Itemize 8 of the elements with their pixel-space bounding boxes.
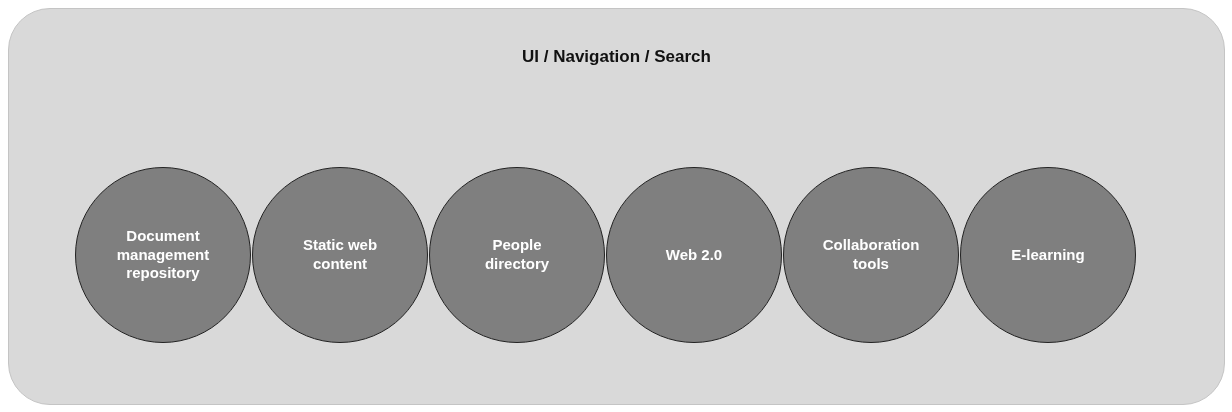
group-panel	[8, 8, 1225, 405]
node-label: Document management repository	[115, 226, 211, 284]
panel-title: UI / Navigation / Search	[521, 47, 712, 67]
node-label: Static web content	[301, 236, 379, 274]
node-label: People directory	[483, 236, 551, 274]
node-label: Web 2.0	[665, 245, 723, 265]
node-label: E-learning	[1011, 245, 1085, 265]
node-label: Collaboration tools	[821, 236, 921, 274]
